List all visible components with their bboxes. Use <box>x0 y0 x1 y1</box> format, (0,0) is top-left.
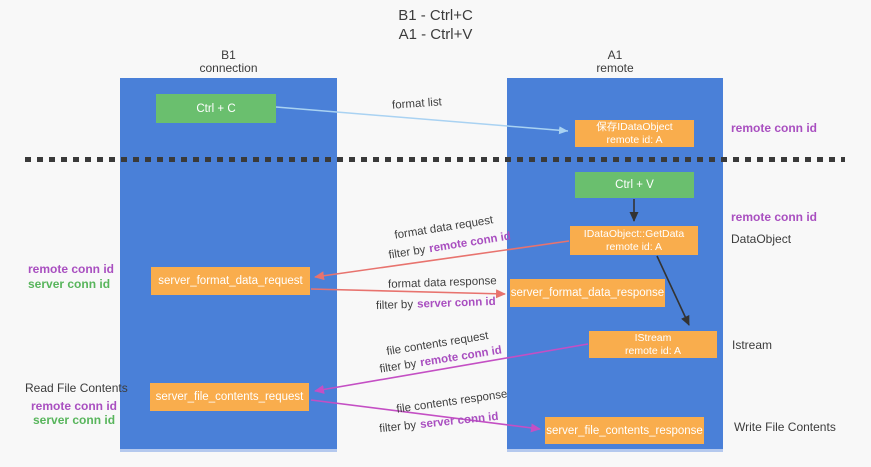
column-a1-subtitle: remote <box>596 61 634 75</box>
node-istream-line1: IStream <box>634 331 672 344</box>
label-format-data-response: format data response <box>387 275 497 291</box>
node-server-format-data-request: server_format_data_request <box>151 267 310 295</box>
node-save-idataobject: 保存IDataObject remote id: A <box>575 120 694 147</box>
column-header-b1: B1 connection <box>120 49 337 75</box>
node-file-request-label: server_file_contents_request <box>155 391 304 403</box>
side-label-istream: Istream <box>732 338 773 352</box>
node-getdata-line2: remote id: A <box>605 240 663 253</box>
node-server-file-contents-request: server_file_contents_request <box>150 383 309 411</box>
title-line1: B1 - Ctrl+C <box>398 7 473 24</box>
side-label-left-remote-conn-id-top: remote conn id <box>28 262 115 276</box>
column-a1-title: A1 <box>607 48 623 62</box>
side-label-left-server-conn-id-bottom: server conn id <box>33 413 116 427</box>
node-ctrl-v: Ctrl + V <box>575 172 694 198</box>
node-ctrl-c-label: Ctrl + C <box>196 102 236 115</box>
server-conn-id-text: server conn id <box>419 410 500 431</box>
node-idataobject-getdata: IDataObject::GetData remote id: A <box>570 226 698 255</box>
node-ctrl-c: Ctrl + C <box>156 94 276 123</box>
phase-separator-dashed-line <box>25 157 845 162</box>
node-server-format-data-response: server_format_data_response <box>510 279 665 307</box>
node-format-request-label: server_format_data_request <box>158 275 303 287</box>
filter-by-text: filter by <box>375 298 414 313</box>
node-save-idataobject-line1: 保存IDataObject <box>596 120 673 133</box>
side-label-write-file-contents: Write File Contents <box>734 420 836 434</box>
column-header-a1: A1 remote <box>507 49 723 75</box>
column-b1-subtitle: connection <box>199 61 258 75</box>
diagram-title: B1 - Ctrl+C A1 - Ctrl+V <box>0 6 871 44</box>
node-file-response-label: server_file_contents_response <box>546 424 703 437</box>
filter-by-text: filter by <box>387 243 427 262</box>
filter-by-text: filter by <box>378 357 418 376</box>
filter-by-text: filter by <box>378 419 417 436</box>
node-server-file-contents-response: server_file_contents_response <box>545 417 704 444</box>
server-conn-id-text: server conn id <box>416 295 496 311</box>
label-format-list: format list <box>391 96 443 112</box>
node-getdata-line1: IDataObject::GetData <box>583 227 685 240</box>
side-label-remote-conn-id-top: remote conn id <box>731 121 818 135</box>
side-label-left-server-conn-id-top: server conn id <box>28 277 111 291</box>
side-label-dataobject: DataObject <box>731 232 792 246</box>
node-istream-line2: remote id: A <box>624 344 682 357</box>
node-istream: IStream remote id: A <box>589 331 717 358</box>
side-label-read-file-contents: Read File Contents <box>25 381 128 395</box>
title-line2: A1 - Ctrl+V <box>398 26 473 43</box>
column-b1-title: B1 <box>221 48 236 62</box>
node-save-idataobject-line2: remote id: A <box>606 133 663 146</box>
side-label-remote-conn-id-mid: remote conn id <box>731 210 818 224</box>
node-format-response-label: server_format_data_response <box>510 287 665 299</box>
node-ctrl-v-label: Ctrl + V <box>615 179 654 191</box>
side-label-left-remote-conn-id-bottom: remote conn id <box>31 399 118 413</box>
